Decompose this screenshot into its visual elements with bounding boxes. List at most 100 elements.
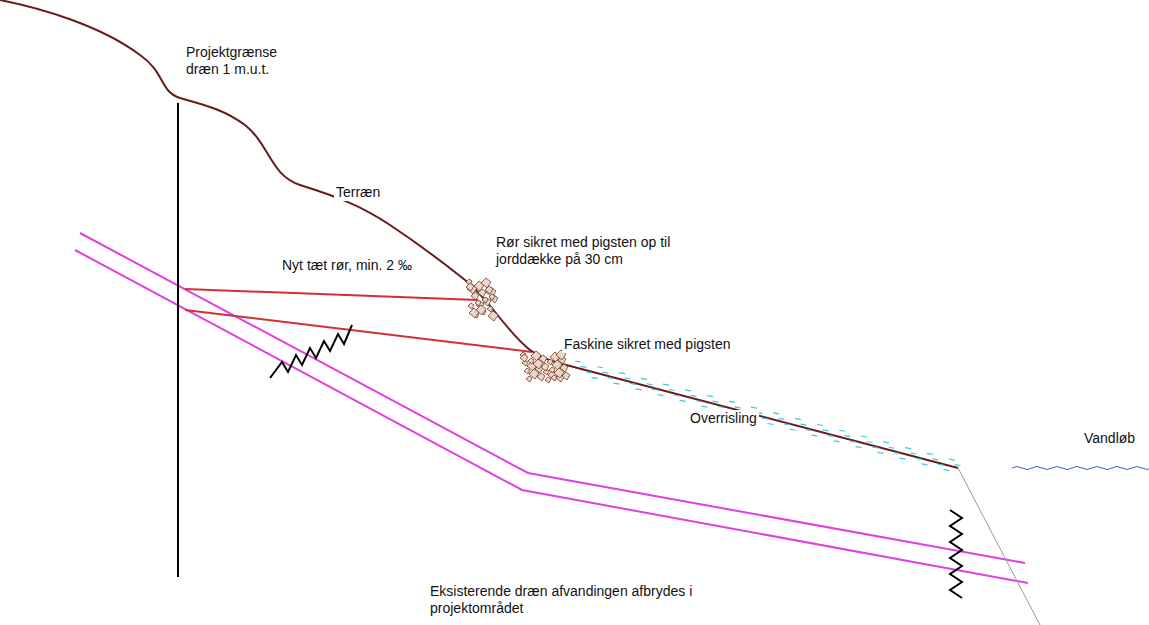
water-surface [1012,467,1149,470]
water-dash [735,407,741,408]
project-boundary [177,103,179,577]
water-dash [630,383,636,384]
annotation-label: Vandløb [1082,430,1137,447]
stone [489,294,495,300]
annotation-label: Faskine sikret med pigsten [562,336,733,353]
break-symbol [270,325,352,378]
water-dash [801,424,807,425]
water-dash [729,401,735,402]
break-symbol [950,510,962,598]
water-dash [647,384,653,385]
terrain-line [0,0,958,468]
annotation-label: Nyt tæt rør, min. 2 ‰ [280,257,414,274]
water-dash [817,424,823,425]
water-dash [944,470,950,471]
water-dash [586,372,592,373]
water-dash [713,401,719,402]
water-dash [850,441,856,442]
water-dash [806,430,812,431]
stone [545,377,551,383]
water-dash [938,464,944,465]
water-dash [872,447,878,448]
annotation-label: Rør sikret med pigsten op til jorddække … [494,234,688,268]
water-dash [691,395,697,396]
stone [524,368,530,374]
water-dash [839,430,845,431]
water-dash [652,389,658,390]
stone [547,359,553,365]
water-dash [608,378,614,379]
stone [482,297,488,303]
water-dash [933,459,939,460]
existing-drain [75,250,1028,583]
water-dash [674,395,680,396]
stone [551,375,557,381]
stone-packing [466,278,570,383]
water-dash [619,373,625,374]
stone [468,303,474,309]
water-dash [707,396,713,397]
stone [528,358,534,364]
water-dash [812,435,818,436]
water-dash [702,406,708,407]
water-dash [790,429,796,430]
water-dash [911,453,917,454]
water-dash [845,436,851,437]
water-dash [685,390,691,391]
water-dash [669,390,675,391]
water-dash [867,441,873,442]
water-dash [955,465,961,466]
existing-drain [80,233,1025,563]
water-dash [916,458,922,459]
water-dash [828,435,834,436]
water-dash [861,436,867,437]
water-dash [614,383,620,384]
water-dash [773,413,779,414]
overland-flow [575,361,961,471]
stone [475,300,481,306]
water-dash [625,378,631,379]
water-dash [878,452,884,453]
water-dash [779,418,785,419]
stone [488,311,498,321]
water-dash [927,453,933,454]
water-dash [641,378,647,379]
water-dash [883,442,889,443]
stone [526,376,532,382]
water-dash [636,389,642,390]
stone [533,359,543,369]
water-dash [718,407,724,408]
water-dash [603,372,609,373]
annotation-label: Projektgrænse dræn 1 m.u.t. [184,44,298,78]
stone [466,283,474,291]
water-dash [581,366,587,367]
water-dash [768,424,774,425]
water-dash [922,464,928,465]
annotation-label: Terræn [334,184,382,201]
water-dash [894,453,900,454]
stone [485,286,493,294]
water-dash [823,430,829,431]
water-dash [856,447,862,448]
water-dash [751,407,757,408]
new-pipe [185,310,532,352]
water-dash [663,384,669,385]
water-dash [834,441,840,442]
water-dash [575,361,581,362]
water-dash [658,395,664,396]
water-dash [592,377,598,378]
water-dash [784,424,790,425]
water-dash [762,418,768,419]
annotation-label: Eksisterende dræn afvandingen afbrydes i… [428,583,702,617]
stream-bank [958,468,1040,625]
water-dash [597,367,603,368]
water-dash [905,448,911,449]
water-dash [900,458,906,459]
stone [549,367,555,373]
new-pipe [185,289,478,300]
stone [520,354,528,362]
water-dash [889,447,895,448]
water-dash [949,459,955,460]
